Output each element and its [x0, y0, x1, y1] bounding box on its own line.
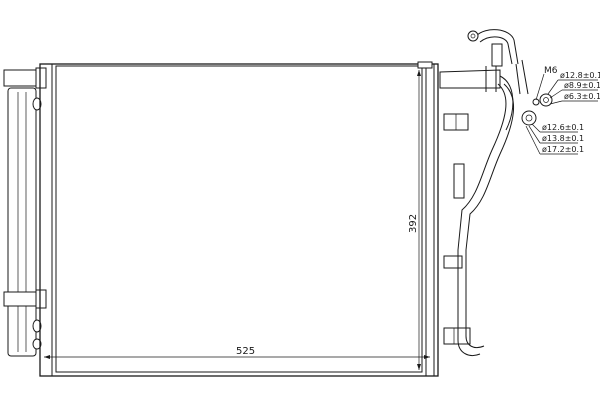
callout-dia-5: ø13.8±0.1	[542, 134, 584, 143]
fittings	[521, 93, 553, 126]
callout-dia-6: ø17.2±0.1	[542, 145, 584, 154]
callouts: M6 ø12.8±0.1 ø8.9±0.1 ø6.3±0.1 ø12.6±0.1…	[525, 66, 600, 155]
side-brackets	[443, 113, 471, 345]
condenser-core	[39, 61, 439, 377]
height-dimension: 392	[408, 70, 421, 370]
width-label: 525	[236, 346, 255, 357]
callout-thread: M6	[544, 66, 558, 76]
refrigerant-pipes	[439, 29, 529, 356]
receiver-drier	[3, 67, 47, 357]
height-label: 392	[408, 214, 419, 233]
callout-dia-4: ø12.6±0.1	[542, 123, 584, 132]
callout-dia-2: ø8.9±0.1	[564, 81, 600, 90]
callout-dia-3: ø6.3±0.1	[564, 92, 600, 101]
callout-dia-1: ø12.8±0.1	[560, 71, 600, 80]
width-dimension: 525	[44, 346, 430, 359]
